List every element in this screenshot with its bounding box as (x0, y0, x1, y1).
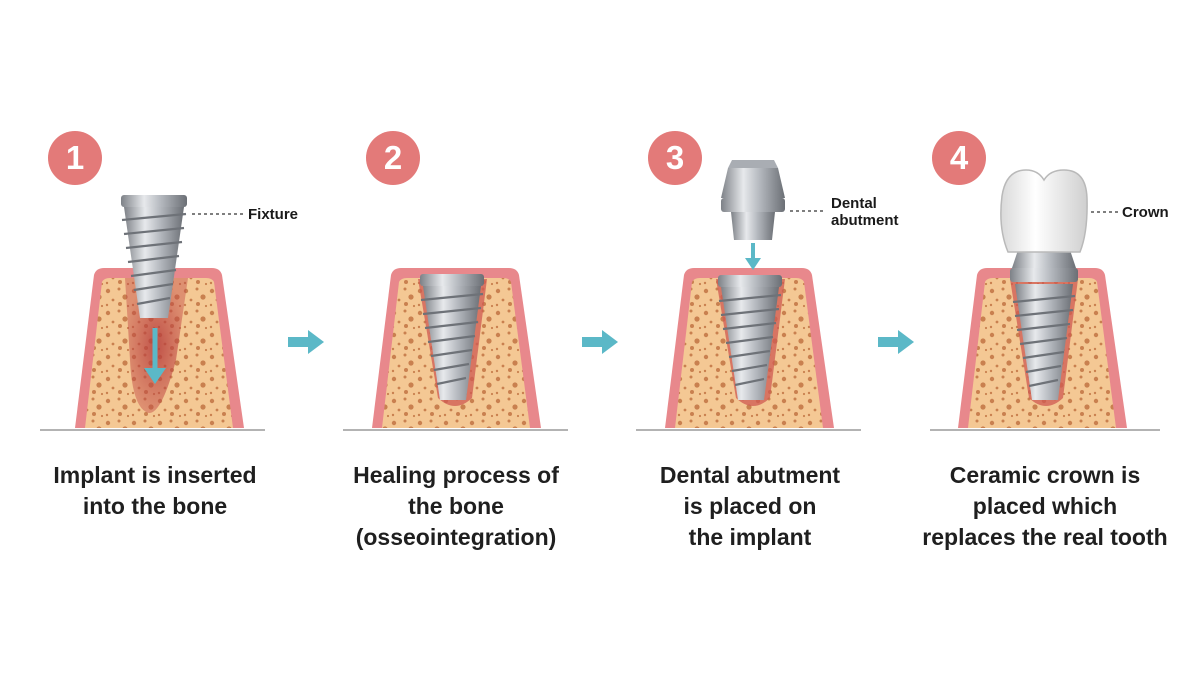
step-2-caption: Healing process of the bone (osseointegr… (353, 462, 559, 550)
step-3-illustration (665, 160, 834, 428)
step-1-illustration (75, 195, 244, 428)
fixture-label: Fixture (248, 206, 299, 223)
fixture-implant-3 (718, 275, 782, 400)
abutment-4 (1010, 250, 1078, 282)
step-3-number: 3 (648, 131, 702, 185)
right-arrow-icon (582, 330, 618, 354)
step-1-number: 1 (48, 131, 102, 185)
step-1-caption: Implant is inserted into the bone (53, 462, 257, 519)
down-arrow-icon (745, 243, 761, 270)
step-2-illustration (372, 268, 541, 428)
dental-abutment-label: Dental abutment (831, 195, 899, 229)
crown-label: Crown (1122, 204, 1169, 221)
step-2-number: 2 (366, 131, 420, 185)
right-arrow-icon (288, 330, 324, 354)
step-4-caption: Ceramic crown is placed which replaces t… (922, 462, 1168, 550)
step-4-number: 4 (932, 131, 986, 185)
step-4-illustration (958, 169, 1127, 428)
fixture-implant-1 (121, 195, 187, 318)
fixture-implant-4 (1012, 284, 1076, 400)
fixture-implant-2 (420, 274, 484, 400)
right-arrow-icon (878, 330, 914, 354)
step-3-caption: Dental abutment is placed on the implant (659, 462, 841, 550)
down-arrow-icon (144, 328, 166, 384)
dental-abutment-3 (721, 160, 785, 240)
ceramic-crown-4 (1000, 169, 1088, 253)
